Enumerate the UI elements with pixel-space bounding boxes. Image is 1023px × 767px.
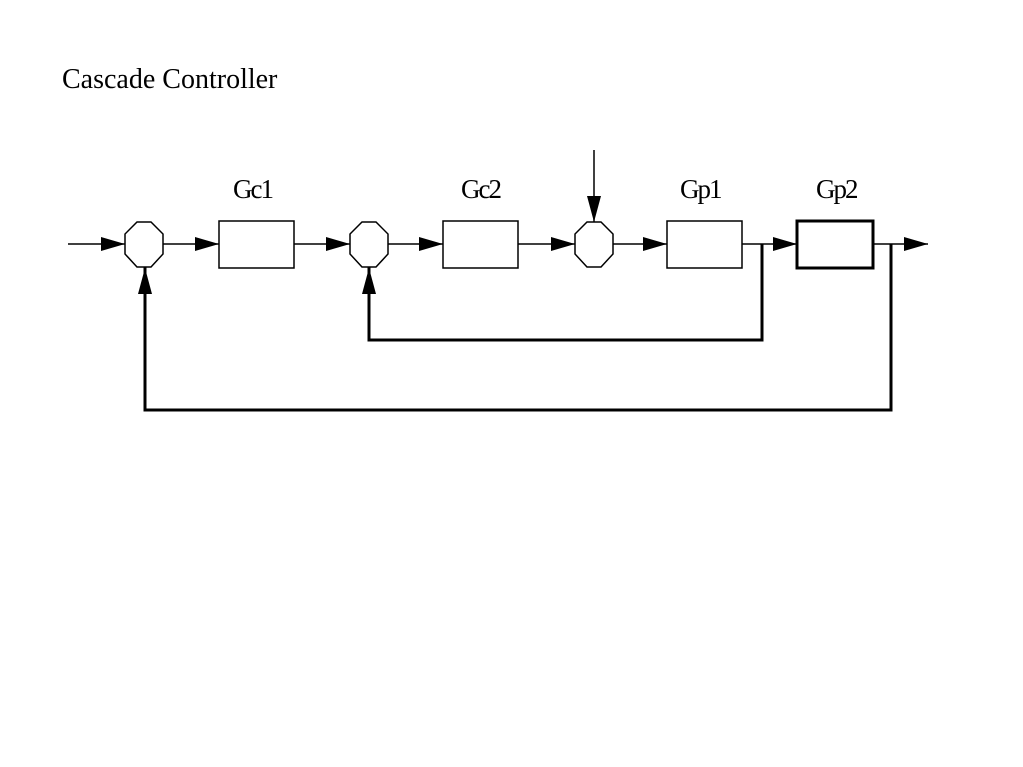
- block-gc2: [442, 220, 519, 269]
- page-title: Cascade Controller: [62, 64, 278, 95]
- block-label-gc1: Gc1: [233, 174, 272, 204]
- inner-feedback-loop: [367, 244, 764, 342]
- arrowhead-to-gp2: [773, 237, 797, 251]
- arrowhead-to-gp1: [643, 237, 667, 251]
- arrowhead-to-gc1: [195, 237, 219, 251]
- block-label-gp2: Gp2: [816, 174, 858, 204]
- summing-junction-disturbance: [574, 221, 614, 268]
- block-gp1: [666, 220, 743, 269]
- arrowhead-to-disturbance-sum: [551, 237, 575, 251]
- summing-junction-inner: [349, 221, 389, 268]
- block-gc1: [218, 220, 295, 269]
- arrowhead-to-gc2: [419, 237, 443, 251]
- block-gp2: [795, 219, 875, 270]
- outer-feedback-loop: [143, 244, 893, 412]
- block-label-gp1: Gp1: [680, 174, 721, 204]
- summing-junction-outer: [124, 221, 164, 268]
- arrowhead-inner-feedback: [362, 268, 376, 294]
- block-label-gc2: Gc2: [461, 174, 501, 204]
- arrowhead-disturbance: [587, 196, 601, 222]
- arrowhead-outer-feedback: [138, 268, 152, 294]
- arrowhead-to-inner-sum: [326, 237, 350, 251]
- arrowhead-input: [101, 237, 125, 251]
- arrowhead-output: [904, 237, 928, 251]
